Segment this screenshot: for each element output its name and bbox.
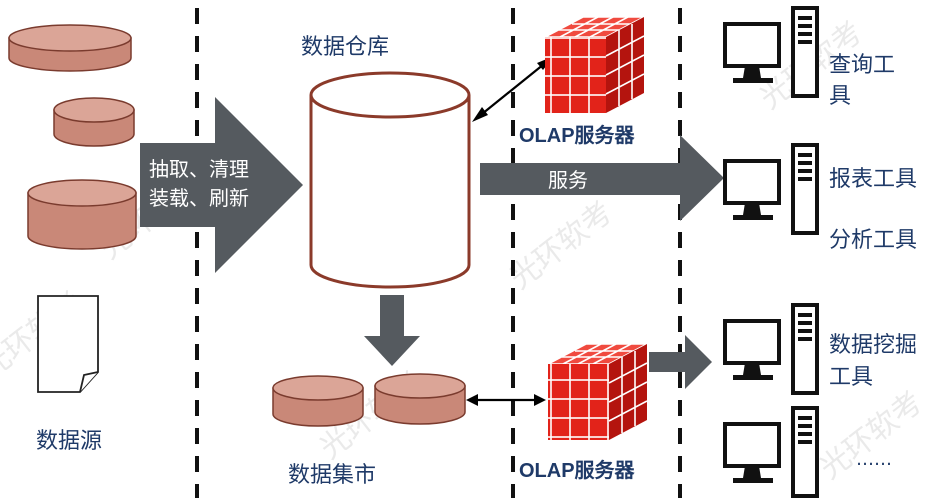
data-source-label: 数据源 [36, 429, 102, 454]
olap-cube-bottom [547, 343, 648, 440]
watermark-2: 光环软考 [503, 195, 619, 296]
mining-tool-label-line2: 工具 [829, 365, 873, 390]
watermark-5: 光环软考 [813, 385, 929, 486]
olap-label-bottom: OLAP服务器 [519, 458, 636, 482]
query-tool-label-line2: 具 [829, 84, 851, 109]
olap-cube-top [544, 16, 645, 113]
down-arrow [364, 295, 420, 366]
datamart-cylinder-1 [272, 375, 364, 427]
olap-label-top: OLAP服务器 [519, 123, 636, 147]
etl-label-line2: 装载、刷新 [149, 186, 249, 210]
computer-icon-more [723, 406, 819, 498]
datamart-cylinder-2 [374, 373, 466, 425]
computer-icon-report [723, 143, 819, 235]
service-arrow: 服务 [480, 135, 724, 221]
more-tools-label: …… [856, 449, 892, 470]
data-warehouse-cylinder [309, 71, 471, 289]
datamart-label: 数据集市 [288, 463, 376, 488]
document-icon [37, 295, 99, 393]
query-tool-label-line1: 查询工 [829, 53, 895, 78]
service-label: 服务 [548, 168, 588, 192]
data-source-cylinder-2 [53, 97, 135, 147]
etl-arrow: 抽取、清理 装载、刷新 [140, 97, 303, 273]
data-source-cylinder-3 [27, 179, 137, 250]
mining-tool-label-line1: 数据挖掘 [829, 333, 917, 358]
report-tool-label: 报表工具 [829, 167, 917, 192]
etl-label-line1: 抽取、清理 [149, 157, 249, 181]
computer-icon-mining [723, 303, 819, 395]
datamart-olap-link [466, 394, 546, 406]
computer-icon-query [723, 6, 819, 98]
data-source-cylinder-1 [8, 24, 132, 72]
analysis-tool-label: 分析工具 [829, 228, 917, 253]
olap-to-mining-arrow [649, 335, 712, 389]
warehouse-label: 数据仓库 [301, 35, 389, 60]
